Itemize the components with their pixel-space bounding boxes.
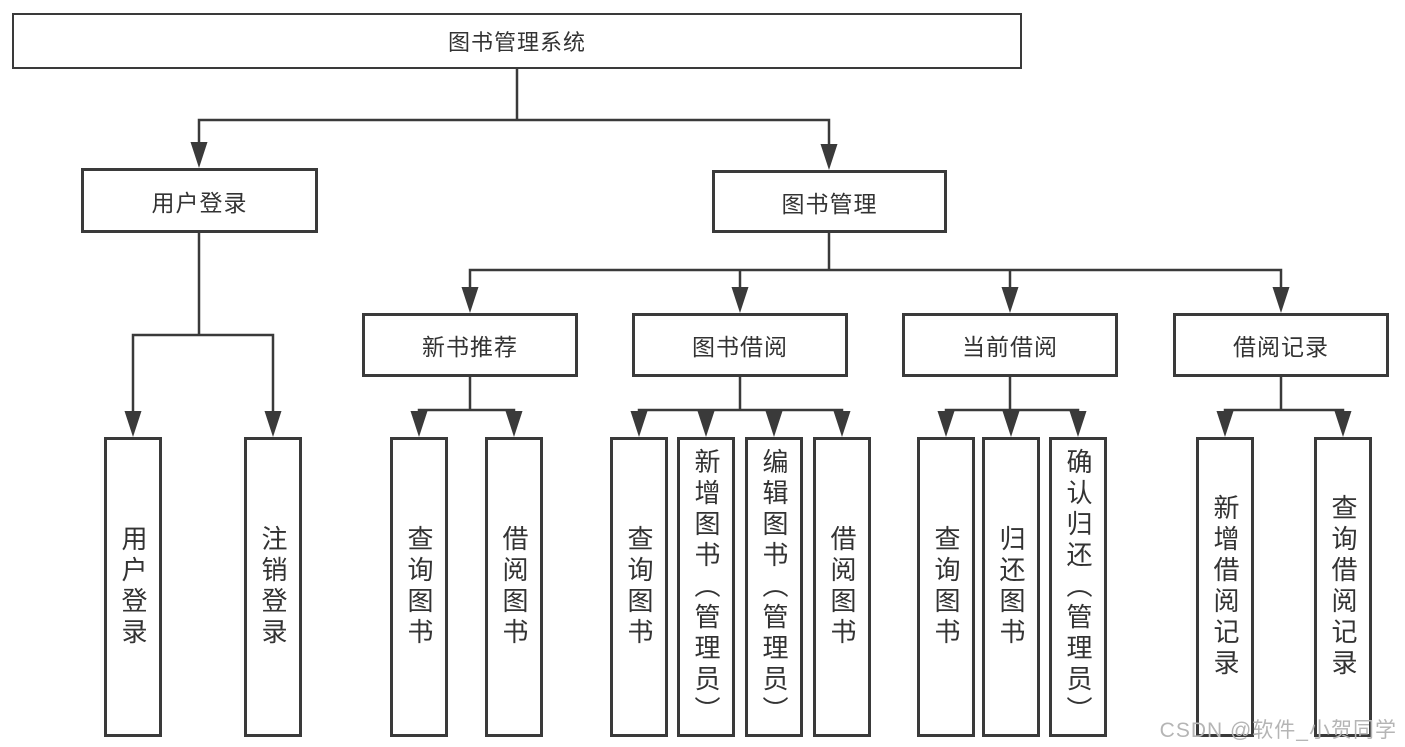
arrow-icon bbox=[937, 411, 955, 437]
arrow-icon bbox=[697, 411, 715, 437]
arrow-icon bbox=[124, 411, 142, 437]
leaf-label: 查询图书 bbox=[624, 525, 654, 649]
leaf-label: 用户登录 bbox=[118, 525, 148, 649]
leaf-query-books-recommend: 查询图书 bbox=[390, 437, 448, 737]
arrow-icon bbox=[833, 411, 851, 437]
leaf-label: 查询借阅记录 bbox=[1328, 494, 1358, 680]
arrow-icon bbox=[1216, 411, 1234, 437]
arrow-icon bbox=[765, 411, 783, 437]
leaf-confirm-return-admin: 确认归还（管理员） bbox=[1049, 437, 1107, 737]
node-borrowing-records: 借阅记录 bbox=[1173, 313, 1389, 377]
node-label: 图书借阅 bbox=[692, 334, 788, 360]
node-new-book-recommendation: 新书推荐 bbox=[362, 313, 578, 377]
node-label: 图书管理 bbox=[781, 190, 878, 217]
leaf-label: 借阅图书 bbox=[827, 525, 857, 649]
arrow-icon bbox=[731, 287, 749, 313]
leaf-add-borrow-record: 新增借阅记录 bbox=[1196, 437, 1254, 737]
node-book-borrowing: 图书借阅 bbox=[632, 313, 848, 377]
leaf-label: 查询图书 bbox=[931, 525, 961, 649]
arrow-icon bbox=[264, 411, 282, 437]
leaf-label: 归还图书 bbox=[996, 525, 1026, 649]
arrow-icon bbox=[1272, 287, 1290, 313]
leaf-label: 确认归还（管理员） bbox=[1063, 447, 1093, 727]
node-user-login: 用户登录 bbox=[81, 168, 318, 233]
csdn-watermark: CSDN @软件_小贺同学 bbox=[1159, 719, 1397, 742]
leaf-query-books-borrowing: 查询图书 bbox=[610, 437, 668, 737]
node-label: 借阅记录 bbox=[1233, 334, 1329, 360]
leaf-label: 新增借阅记录 bbox=[1210, 494, 1240, 680]
arrow-icon bbox=[505, 411, 523, 437]
leaf-label: 编辑图书（管理员） bbox=[759, 447, 789, 727]
arrow-icon bbox=[1001, 287, 1019, 313]
leaf-label: 新增图书（管理员） bbox=[691, 447, 721, 727]
leaf-label: 查询图书 bbox=[404, 525, 434, 649]
node-label: 新书推荐 bbox=[422, 334, 518, 360]
node-label: 当前借阅 bbox=[962, 334, 1058, 360]
leaf-borrow-books-recommend: 借阅图书 bbox=[485, 437, 543, 737]
arrow-icon bbox=[1334, 411, 1352, 437]
leaf-query-books-current: 查询图书 bbox=[917, 437, 975, 737]
leaf-edit-book-admin: 编辑图书（管理员） bbox=[745, 437, 803, 737]
arrow-icon bbox=[820, 144, 838, 170]
leaf-label: 注销登录 bbox=[258, 525, 288, 649]
arrow-icon bbox=[1002, 411, 1020, 437]
arrow-icon bbox=[461, 287, 479, 313]
leaf-logout: 注销登录 bbox=[244, 437, 302, 737]
node-label: 用户登录 bbox=[151, 189, 248, 216]
node-root-library-management-system: 图书管理系统 bbox=[12, 13, 1022, 69]
leaf-return-book: 归还图书 bbox=[982, 437, 1040, 737]
arrow-icon bbox=[630, 411, 648, 437]
leaf-add-book-admin: 新增图书（管理员） bbox=[677, 437, 735, 737]
arrow-icon bbox=[1069, 411, 1087, 437]
arrow-icon bbox=[190, 142, 208, 168]
leaf-borrow-books-borrowing: 借阅图书 bbox=[813, 437, 871, 737]
node-book-management: 图书管理 bbox=[712, 170, 947, 233]
arrow-icon bbox=[410, 411, 428, 437]
leaf-query-borrow-record: 查询借阅记录 bbox=[1314, 437, 1372, 737]
leaf-user-login: 用户登录 bbox=[104, 437, 162, 737]
leaf-label: 借阅图书 bbox=[499, 525, 529, 649]
node-label: 图书管理系统 bbox=[447, 30, 586, 55]
node-current-borrowing: 当前借阅 bbox=[902, 313, 1118, 377]
